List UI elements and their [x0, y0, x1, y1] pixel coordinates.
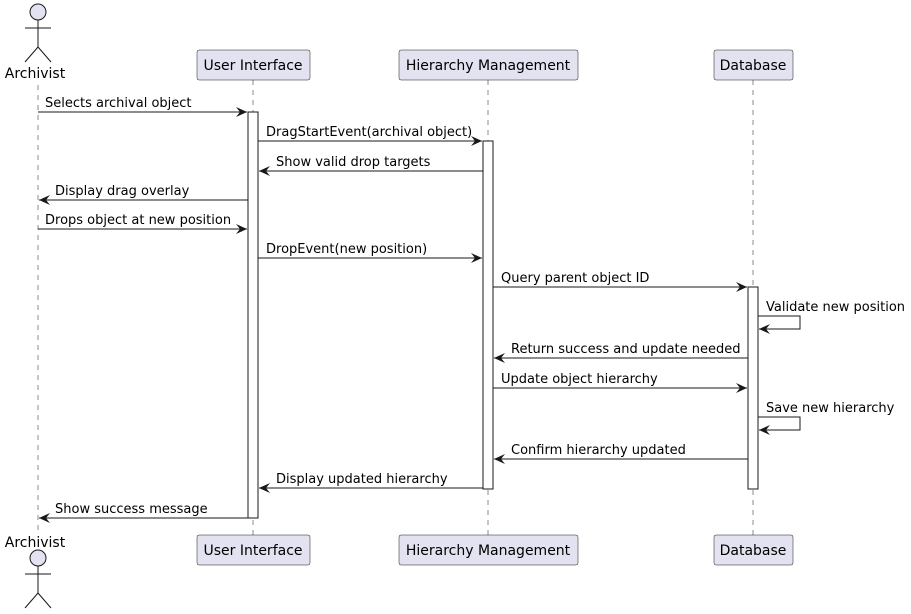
- participant-hierarchy-management: Hierarchy Management: [398, 49, 579, 81]
- stick-figure-icon: [24, 549, 52, 609]
- activation-bar-user-interface: [247, 111, 259, 519]
- message-label: Confirm hierarchy updated: [511, 443, 686, 458]
- message-arrow: [758, 416, 801, 435]
- message-drop-event: DropEvent(new position): [258, 242, 482, 263]
- participant-name: Hierarchy Management: [406, 58, 571, 74]
- message-label: Validate new position: [766, 300, 905, 315]
- message-select-archival-object: Selects archival object: [38, 96, 247, 117]
- message-confirm-hierarchy-updated: Confirm hierarchy updated: [494, 443, 748, 464]
- message-show-success-message: Show success message: [39, 502, 248, 523]
- message-label: Show valid drop targets: [276, 155, 431, 170]
- message-query-parent-object-id: Query parent object ID: [493, 271, 747, 292]
- message-label: Return success and update needed: [511, 342, 741, 357]
- participant-user-interface: User Interface: [196, 534, 311, 566]
- activation-bar-database: [747, 286, 759, 490]
- lifelines: [37, 80, 754, 535]
- message-display-drag-overlay: Display drag overlay: [39, 184, 248, 205]
- message-label: Query parent object ID: [501, 271, 649, 286]
- message-drop-object: Drops object at new position: [38, 213, 247, 234]
- message-label: Display drag overlay: [55, 184, 190, 199]
- participant-hierarchy-management: Hierarchy Management: [398, 534, 579, 566]
- stick-figure-icon: [24, 3, 52, 63]
- message-drag-start-event: DragStartEvent(archival object): [258, 125, 482, 146]
- participant-name: Hierarchy Management: [406, 543, 571, 559]
- message-return-success: Return success and update needed: [494, 342, 748, 363]
- participant-name: Database: [720, 58, 787, 74]
- message-validate-new-position: Validate new position: [758, 300, 905, 334]
- participant-name: Database: [720, 543, 787, 559]
- message-label: Show success message: [55, 502, 208, 517]
- message-label: Save new hierarchy: [766, 401, 895, 416]
- participant-database: Database: [713, 534, 794, 566]
- message-update-object-hierarchy: Update object hierarchy: [493, 372, 747, 393]
- message-label: Update object hierarchy: [501, 372, 658, 387]
- message-label: Display updated hierarchy: [276, 472, 448, 487]
- participant-name: User Interface: [203, 543, 302, 559]
- actor-name: Archivist: [5, 66, 66, 82]
- activation-bar-hierarchy-management: [482, 140, 494, 490]
- activation-bars: [247, 111, 759, 519]
- messages: Selects archival object DragStartEvent(a…: [38, 96, 905, 523]
- actor-top: Archivist: [5, 3, 66, 82]
- actor-name: Archivist: [5, 535, 66, 551]
- message-save-new-hierarchy: Save new hierarchy: [758, 401, 895, 435]
- participants-bottom: Archivist User Interface Hierarchy Manag…: [5, 534, 794, 609]
- message-show-valid-drop-targets: Show valid drop targets: [259, 155, 483, 176]
- message-label: Selects archival object: [45, 96, 192, 111]
- participant-name: User Interface: [203, 58, 302, 74]
- message-label: DropEvent(new position): [266, 242, 427, 257]
- message-label: DragStartEvent(archival object): [266, 125, 472, 140]
- actor-bottom: Archivist: [5, 535, 66, 609]
- message-label: Drops object at new position: [45, 213, 231, 228]
- message-display-updated-hierarchy: Display updated hierarchy: [259, 472, 483, 493]
- participant-database: Database: [713, 49, 794, 81]
- participants-top: Archivist User Interface Hierarchy Manag…: [5, 3, 794, 82]
- message-arrow: [758, 315, 801, 334]
- participant-user-interface: User Interface: [196, 49, 311, 81]
